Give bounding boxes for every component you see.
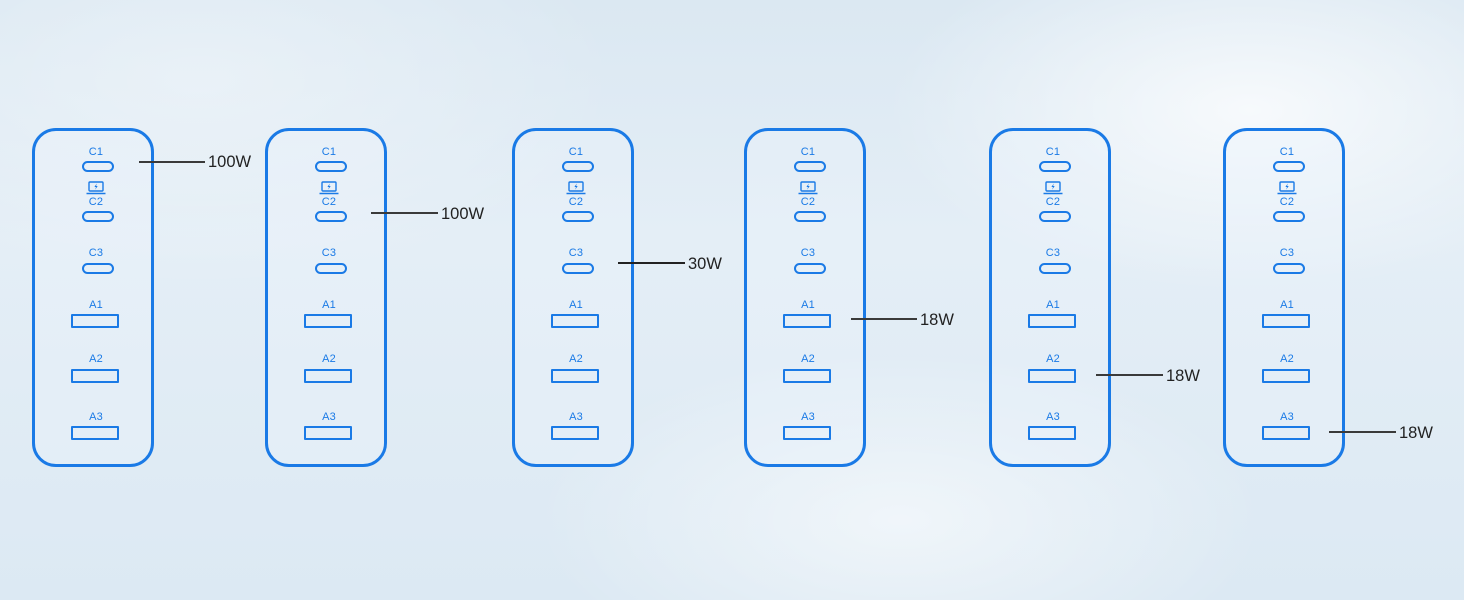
usb-c-port-c1 bbox=[794, 161, 826, 172]
leader-line-1 bbox=[139, 161, 205, 163]
usb-c-port-c1 bbox=[82, 161, 114, 172]
port-label-a3: A3 bbox=[1280, 411, 1294, 423]
power-label-3: 30W bbox=[688, 255, 722, 273]
port-label-a1: A1 bbox=[1046, 299, 1060, 311]
power-label-5: 18W bbox=[1166, 367, 1200, 385]
usb-a-port-a3 bbox=[1028, 426, 1076, 440]
port-label-a1: A1 bbox=[1280, 299, 1294, 311]
usb-a-port-a3 bbox=[304, 426, 352, 440]
port-label-a3: A3 bbox=[801, 411, 815, 423]
port-label-c1: C1 bbox=[88, 146, 104, 158]
port-label-a2: A2 bbox=[1046, 353, 1060, 365]
port-label-c1: C1 bbox=[800, 146, 816, 158]
charger-panel-2: C1 C2 C3 A1 A2 A3 bbox=[265, 128, 387, 467]
port-label-a1: A1 bbox=[801, 299, 815, 311]
port-label-c3: C3 bbox=[568, 247, 584, 259]
leader-line-3 bbox=[618, 262, 685, 264]
port-label-c2: C2 bbox=[321, 196, 337, 208]
port-label-a2: A2 bbox=[801, 353, 815, 365]
port-label-c1: C1 bbox=[568, 146, 584, 158]
port-label-a3: A3 bbox=[1046, 411, 1060, 423]
port-label-c1: C1 bbox=[321, 146, 337, 158]
power-label-6: 18W bbox=[1399, 424, 1433, 442]
usb-c-port-c3 bbox=[794, 263, 826, 274]
usb-a-port-a2 bbox=[1262, 369, 1310, 383]
usb-c-port-c3 bbox=[562, 263, 594, 274]
leader-line-4 bbox=[851, 318, 917, 320]
usb-c-port-c3 bbox=[1273, 263, 1305, 274]
usb-a-port-a3 bbox=[71, 426, 119, 440]
usb-c-port-c3 bbox=[1039, 263, 1071, 274]
usb-a-port-a3 bbox=[551, 426, 599, 440]
usb-a-port-a1 bbox=[304, 314, 352, 328]
port-label-c2: C2 bbox=[88, 196, 104, 208]
laptop-charging-icon bbox=[1043, 181, 1063, 195]
usb-c-port-c2 bbox=[82, 211, 114, 222]
port-label-c3: C3 bbox=[1279, 247, 1295, 259]
port-label-c1: C1 bbox=[1279, 146, 1295, 158]
port-label-a3: A3 bbox=[322, 411, 336, 423]
port-label-c2: C2 bbox=[1279, 196, 1295, 208]
port-label-a2: A2 bbox=[89, 353, 103, 365]
port-label-c3: C3 bbox=[1045, 247, 1061, 259]
usb-c-port-c1 bbox=[315, 161, 347, 172]
laptop-charging-icon bbox=[566, 181, 586, 195]
usb-c-port-c3 bbox=[315, 263, 347, 274]
usb-c-port-c2 bbox=[315, 211, 347, 222]
usb-a-port-a1 bbox=[551, 314, 599, 328]
usb-a-port-a2 bbox=[71, 369, 119, 383]
charger-panel-3: C1 C2 C3 A1 A2 A3 bbox=[512, 128, 634, 467]
usb-a-port-a1 bbox=[1262, 314, 1310, 328]
usb-a-port-a2 bbox=[1028, 369, 1076, 383]
port-label-a1: A1 bbox=[322, 299, 336, 311]
leader-line-2 bbox=[371, 212, 438, 214]
usb-a-port-a3 bbox=[783, 426, 831, 440]
leader-line-6 bbox=[1329, 431, 1396, 433]
port-label-c2: C2 bbox=[800, 196, 816, 208]
usb-a-port-a3 bbox=[1262, 426, 1310, 440]
laptop-charging-icon bbox=[798, 181, 818, 195]
power-label-1: 100W bbox=[208, 153, 252, 171]
usb-c-port-c2 bbox=[1273, 211, 1305, 222]
charger-panel-1: C1 C2 C3 A1 A2 A3 bbox=[32, 128, 154, 467]
port-label-a1: A1 bbox=[89, 299, 103, 311]
usb-c-port-c1 bbox=[562, 161, 594, 172]
laptop-charging-icon bbox=[319, 181, 339, 195]
port-label-a2: A2 bbox=[1280, 353, 1294, 365]
usb-a-port-a1 bbox=[783, 314, 831, 328]
usb-a-port-a2 bbox=[551, 369, 599, 383]
power-label-2: 100W bbox=[441, 205, 485, 223]
port-label-c2: C2 bbox=[568, 196, 584, 208]
usb-c-port-c1 bbox=[1273, 161, 1305, 172]
port-label-c1: C1 bbox=[1045, 146, 1061, 158]
port-label-c3: C3 bbox=[321, 247, 337, 259]
port-label-a1: A1 bbox=[569, 299, 583, 311]
power-label-4: 18W bbox=[920, 311, 954, 329]
port-label-a3: A3 bbox=[89, 411, 103, 423]
port-label-c3: C3 bbox=[800, 247, 816, 259]
usb-c-port-c2 bbox=[1039, 211, 1071, 222]
charger-panel-4: C1 C2 C3 A1 A2 A3 bbox=[744, 128, 866, 467]
port-label-c3: C3 bbox=[88, 247, 104, 259]
leader-line-5 bbox=[1096, 374, 1163, 376]
port-label-c2: C2 bbox=[1045, 196, 1061, 208]
charger-panel-5: C1 C2 C3 A1 A2 A3 bbox=[989, 128, 1111, 467]
usb-c-port-c2 bbox=[562, 211, 594, 222]
usb-c-port-c1 bbox=[1039, 161, 1071, 172]
port-label-a2: A2 bbox=[569, 353, 583, 365]
usb-a-port-a2 bbox=[304, 369, 352, 383]
port-label-a2: A2 bbox=[322, 353, 336, 365]
usb-a-port-a1 bbox=[1028, 314, 1076, 328]
port-label-a3: A3 bbox=[569, 411, 583, 423]
laptop-charging-icon bbox=[86, 181, 106, 195]
usb-c-port-c3 bbox=[82, 263, 114, 274]
laptop-charging-icon bbox=[1277, 181, 1297, 195]
usb-a-port-a1 bbox=[71, 314, 119, 328]
charger-panel-6: C1 C2 C3 A1 A2 A3 bbox=[1223, 128, 1345, 467]
usb-c-port-c2 bbox=[794, 211, 826, 222]
usb-a-port-a2 bbox=[783, 369, 831, 383]
